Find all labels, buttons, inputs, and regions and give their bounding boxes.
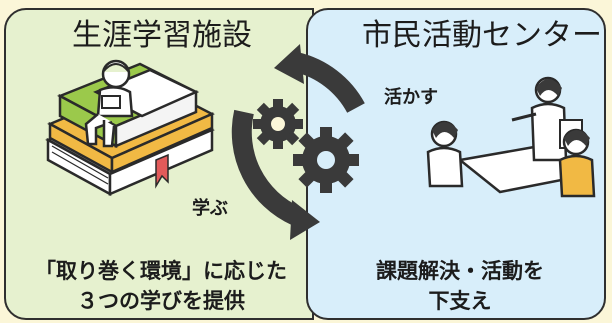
cycle-arrows bbox=[231, 44, 365, 240]
use-arrow-label: 活かす bbox=[384, 87, 438, 108]
citizen-activity-caption: 課題解決・活動を 下支え bbox=[330, 256, 590, 316]
right-caption-line-1: 課題解決・活動を bbox=[376, 259, 544, 283]
lifelong-learning-caption: 「取り巻く環境」に応じた ３つの学びを提供 bbox=[20, 256, 302, 316]
left-caption-line-1: 「取り巻く環境」に応じた bbox=[35, 259, 287, 283]
left-caption-line-2: ３つの学びを提供 bbox=[77, 289, 245, 313]
bottom-arrow-head bbox=[290, 200, 320, 240]
citizen-activity-center-title: 市民活動センター bbox=[362, 18, 602, 53]
right-caption-line-2: 下支え bbox=[428, 289, 492, 313]
meeting-people-illustration bbox=[426, 76, 596, 198]
learn-arrow-label: 学ぶ bbox=[192, 198, 228, 219]
gear-icon bbox=[253, 99, 359, 193]
books-stack-illustration bbox=[45, 62, 215, 197]
lifelong-learning-title: 生涯学習施設 bbox=[72, 18, 252, 53]
top-arrow-head bbox=[274, 44, 304, 84]
reading-person-illustration bbox=[84, 59, 134, 148]
